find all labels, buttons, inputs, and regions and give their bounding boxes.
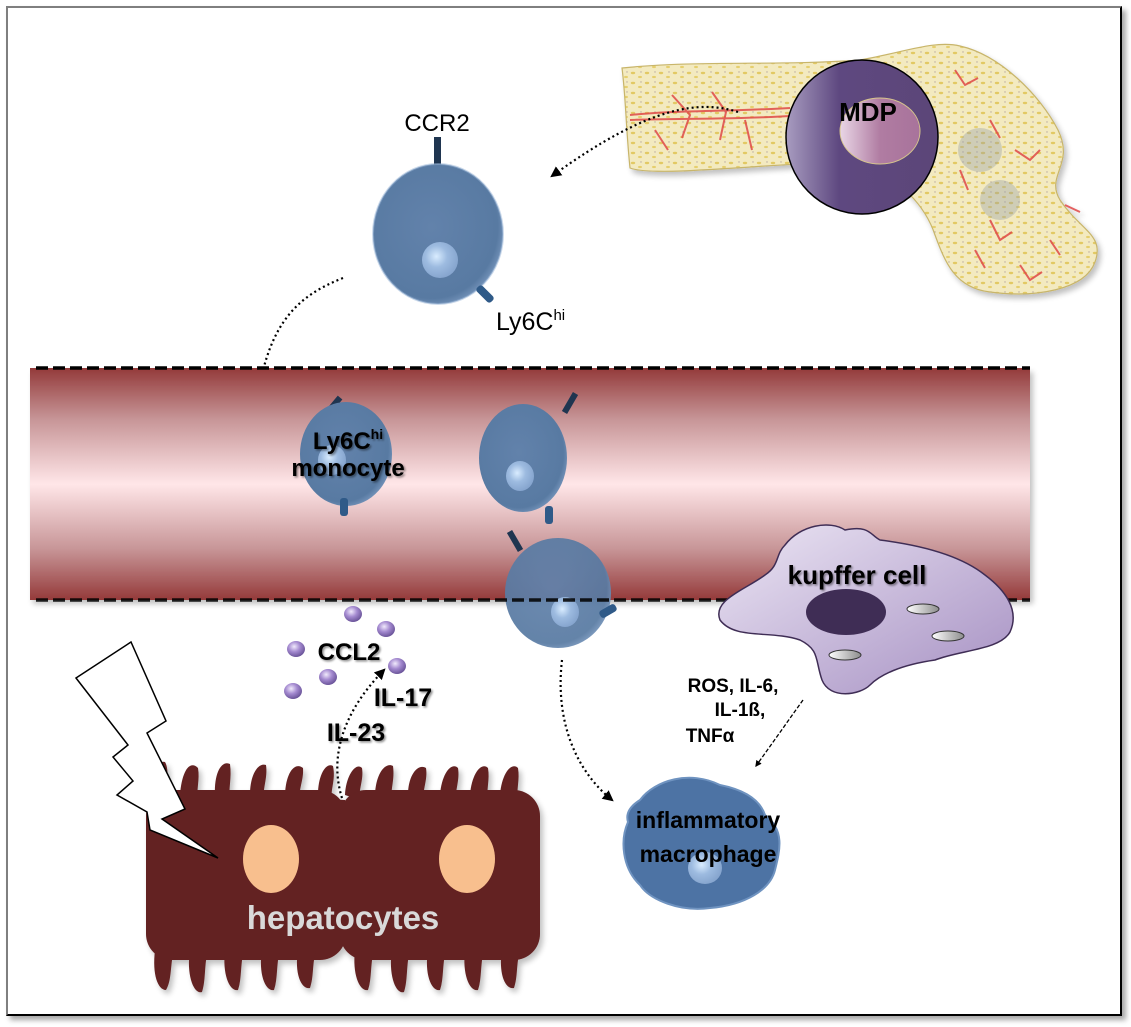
ccl2-label: CCL2: [318, 639, 381, 666]
ccl2-chemokines: CCL2: [284, 606, 406, 699]
il17-label: IL-17: [374, 684, 432, 712]
monocyte-label-line1: Ly6Chi: [313, 426, 383, 455]
il23-label: IL-23: [327, 719, 385, 747]
mdp-label: MDP: [839, 97, 897, 127]
hepatocyte-nucleus: [439, 825, 495, 893]
ly6chi-monocyte-vessel: Ly6Chi monocyte: [291, 395, 405, 516]
kupffer-cytokines: ROS, IL-6, IL-1ß, TNFα: [686, 676, 804, 768]
inflammatory-macrophage: inflammatory macrophage: [622, 776, 781, 910]
arrow-cytokines-to-macrophage: [755, 699, 804, 768]
kupffer-cell: kupffer cell: [718, 524, 1014, 695]
ccr2-label: CCR2: [404, 110, 469, 137]
bone-marrow-illustration: [621, 43, 1098, 295]
transmigrating-monocyte: [505, 529, 617, 648]
chemokine-bead: [284, 683, 302, 699]
cytokines-line1: ROS, IL-6,: [688, 676, 779, 697]
macrophage-label-line1: inflammatory: [636, 807, 781, 833]
cytokines-line2: IL-1ß,: [715, 700, 766, 721]
chemokine-bead: [377, 621, 395, 637]
arrow-monocyte-to-vessel: [253, 276, 344, 398]
arrow-monocyte-to-macrophage: [559, 659, 614, 802]
monocyte-label-line2: monocyte: [291, 455, 404, 482]
chemokine-bead: [319, 669, 337, 685]
macrophage-label-line2: macrophage: [640, 841, 777, 867]
kupffer-label: kupffer cell: [788, 560, 927, 590]
hepatocytes-label: hepatocytes: [247, 899, 440, 936]
mdp-cell: MDP: [785, 59, 939, 215]
ccr2-receptor-icon: [434, 137, 441, 165]
arrow-hepatocytes-to-ccl2: [336, 668, 386, 799]
hepatocytes: hepatocytes: [146, 761, 540, 993]
ly6chi-monocyte-bone-marrow: CCR2 Ly6Chi: [372, 110, 565, 336]
chemokine-bead: [388, 658, 406, 674]
cytokines-line3: TNFα: [686, 726, 735, 747]
lightning-bolt-icon: [74, 640, 219, 859]
chemokine-bead: [287, 641, 305, 657]
chemokine-bead: [344, 606, 362, 622]
ly6c-receptor-icon: [476, 285, 494, 303]
hepatocyte-nucleus: [243, 825, 299, 893]
ly6c-label: Ly6Chi: [496, 307, 565, 336]
arrow-mdp-to-monocyte: [550, 105, 739, 178]
monocyte-in-vessel: [479, 391, 579, 524]
